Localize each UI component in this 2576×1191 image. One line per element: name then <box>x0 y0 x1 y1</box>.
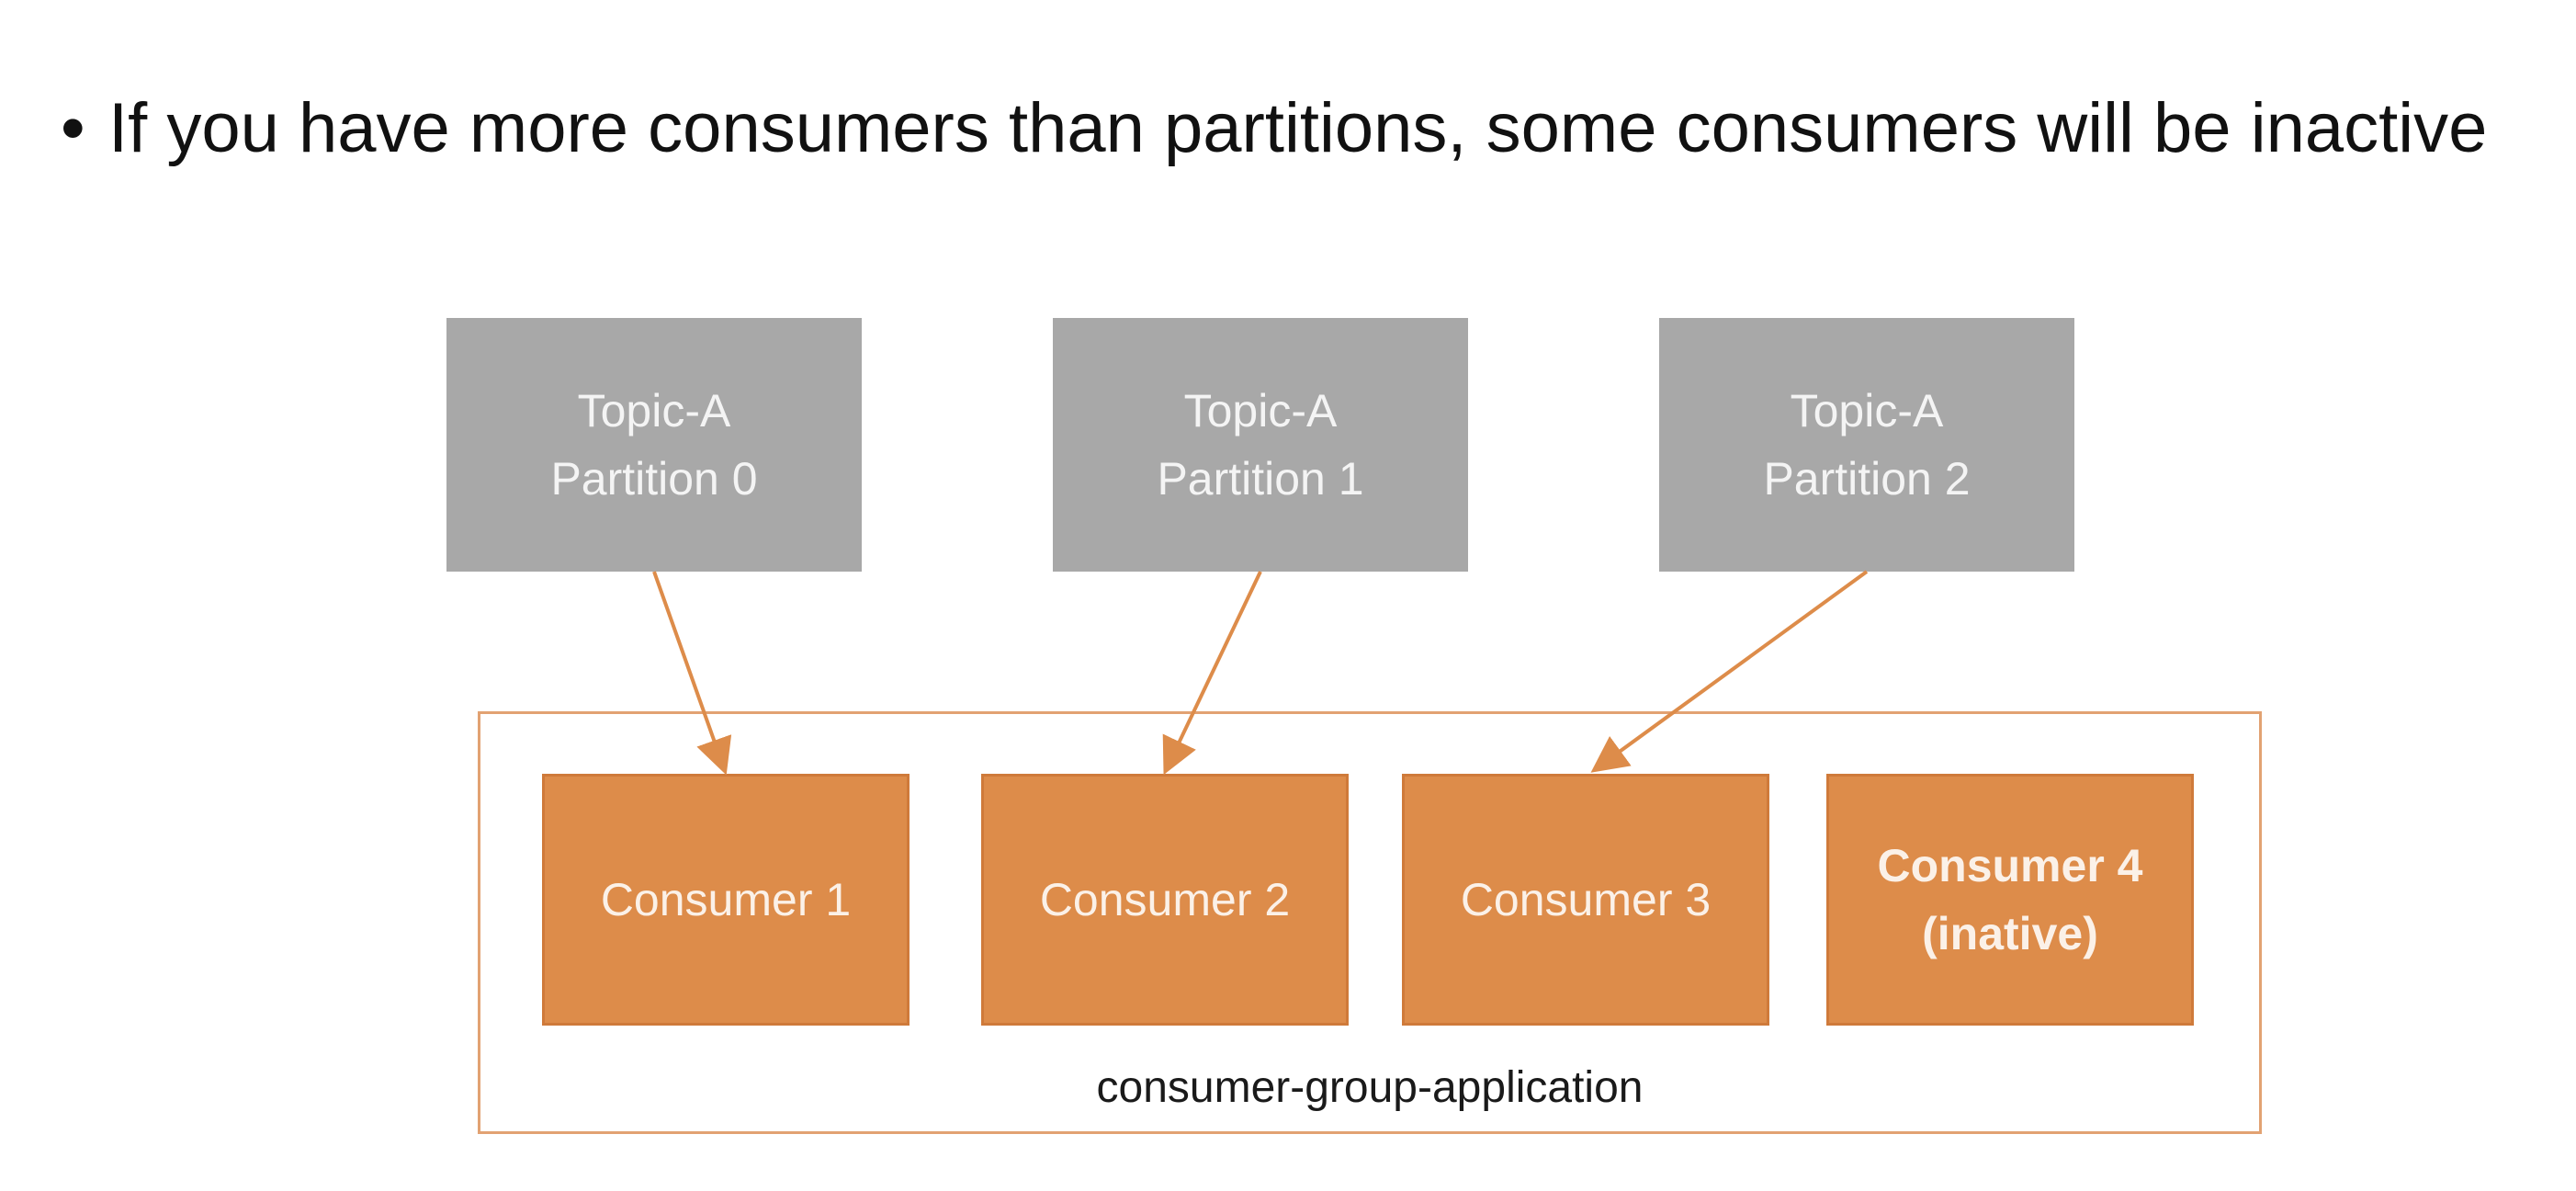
partition-1-box: Topic-A Partition 1 <box>1053 318 1468 572</box>
bullet-icon: • <box>61 89 85 167</box>
consumer-group-box <box>478 711 2262 1134</box>
partition-0-topic: Topic-A <box>577 385 731 437</box>
partition-1-topic: Topic-A <box>1183 385 1338 437</box>
consumer-1-label: Consumer 1 <box>600 874 852 925</box>
bullet-text: If you have more consumers than partitio… <box>108 89 2488 167</box>
consumer-3-box: Consumer 3 <box>1402 774 1769 1026</box>
consumer-2-label: Consumer 2 <box>1039 874 1291 925</box>
consumer-4-status: (inative) <box>1922 908 2098 959</box>
partition-2-box: Topic-A Partition 2 <box>1659 318 2074 572</box>
bullet-point: • If you have more consumers than partiti… <box>61 81 2487 176</box>
consumer-3-label: Consumer 3 <box>1460 874 1712 925</box>
consumer-group-label: consumer-group-application <box>1096 1063 1644 1112</box>
consumer-1-box: Consumer 1 <box>542 774 910 1026</box>
consumer-4-label: Consumer 4 <box>1877 840 2143 891</box>
consumer-4-box: Consumer 4 (inative) <box>1826 774 2194 1026</box>
partition-1-label: Partition 1 <box>1157 453 1364 505</box>
partition-2-label: Partition 2 <box>1763 453 1971 505</box>
partition-2-topic: Topic-A <box>1790 385 1944 437</box>
partition-0-label: Partition 0 <box>550 453 758 505</box>
consumer-2-box: Consumer 2 <box>981 774 1349 1026</box>
partition-0-box: Topic-A Partition 0 <box>446 318 862 572</box>
